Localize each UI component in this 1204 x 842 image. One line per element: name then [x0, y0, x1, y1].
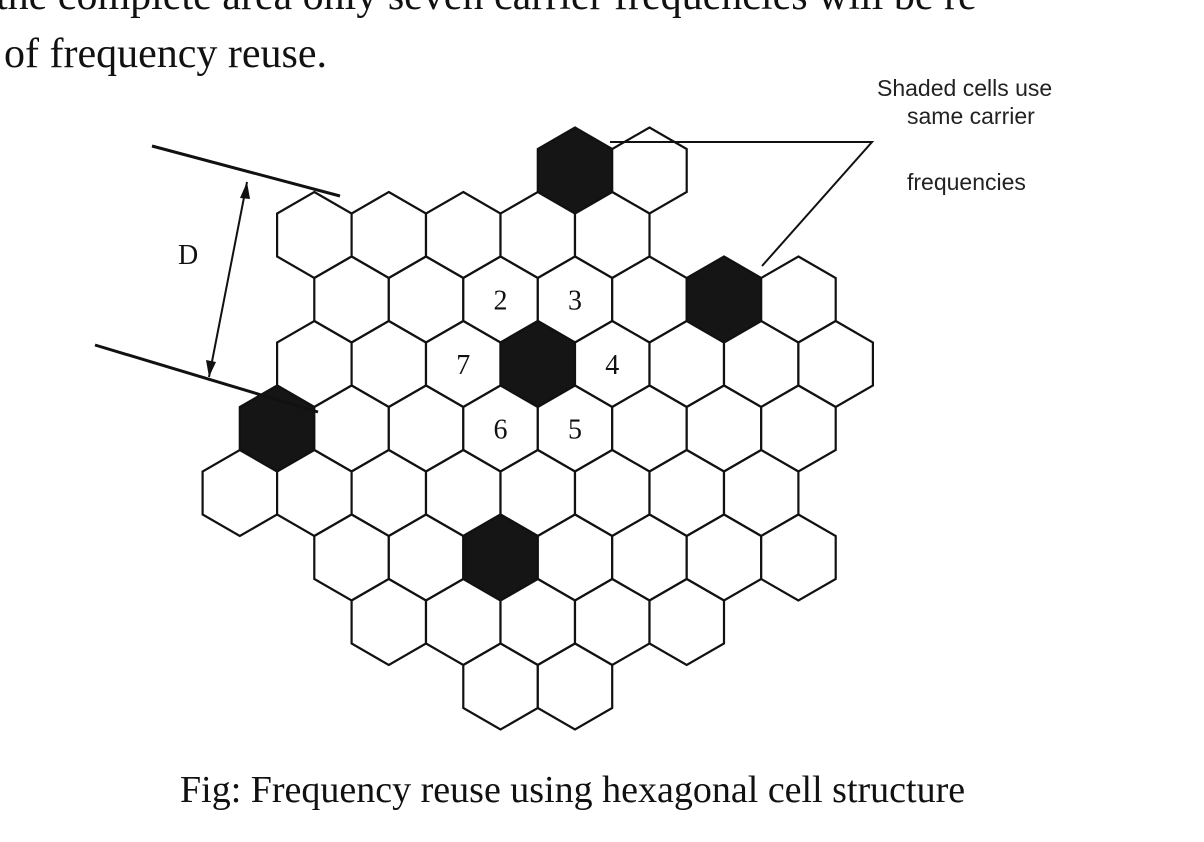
callout-line-3: frequencies	[907, 169, 1026, 195]
distance-reference-line-top	[151, 144, 341, 198]
cluster-number-4: 4	[605, 350, 619, 381]
body-text-top-line: the complete area only seven carrier fre…	[0, 0, 977, 20]
cluster-number-labels: 2 3 4 5 6 7	[456, 286, 619, 446]
cluster-number-2: 2	[494, 286, 508, 317]
hex-cell	[760, 513, 837, 602]
hex-cell	[536, 642, 614, 731]
callout-pointer-lines	[610, 141, 875, 267]
distance-label: D	[178, 240, 198, 271]
cluster-number-6: 6	[494, 415, 508, 446]
callout-line-2: same carrier	[907, 103, 1035, 129]
callout-line-1: Shaded cells use	[877, 75, 1052, 101]
hex-cell	[648, 577, 726, 667]
cluster-number-5: 5	[568, 415, 582, 446]
callout-text: Shaded cells use same carrier frequencie…	[877, 75, 1052, 195]
cluster-number-3: 3	[568, 286, 582, 317]
body-text-line-2: of frequency reuse.	[4, 31, 327, 77]
distance-arrow-line	[208, 181, 248, 378]
cluster-number-7: 7	[456, 350, 470, 381]
hex-cell-grid	[201, 126, 875, 731]
distance-reference-line-bottom	[94, 343, 319, 414]
distance-arrowhead-top	[240, 182, 250, 199]
distance-arrowhead-bottom	[206, 360, 216, 377]
figure-caption: Fig: Frequency reuse using hexagonal cel…	[180, 769, 966, 811]
